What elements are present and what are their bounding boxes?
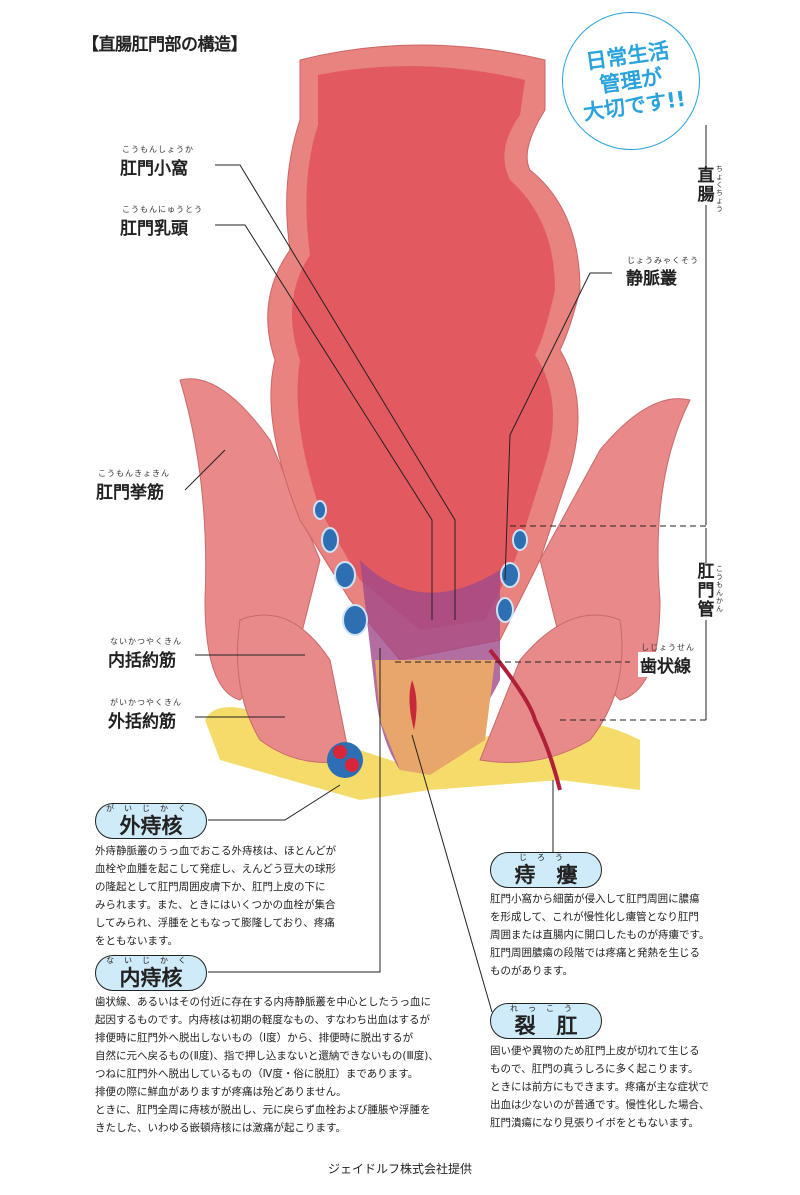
rectum-lumen [292, 66, 555, 631]
external-hemorrhoid-heading: がいじかく 外痔核 [95, 803, 207, 839]
text-line: みられます。また、ときにはいくつかの血栓が集合 [95, 899, 336, 911]
text-line: を形成して、これが慢性化し瘻管となり肛門 [490, 911, 699, 923]
internal-hemorrhoid-heading: ないじかく 内痔核 [95, 955, 207, 991]
internal-hemorrhoid-text: 歯状線、あるいはその付近に存在する内痔静脈叢を中心としたうっ血に 起因するもので… [95, 993, 439, 1137]
text-line: 周囲または直腸内に開口したものが痔瘻です。 [490, 929, 710, 941]
anal-fistula-ruby: じろう [519, 853, 573, 862]
text-line: 自然に元へ戻るもの(Ⅱ度)、指で押し込まないと還納できないもの(Ⅲ度)、 [95, 1050, 439, 1062]
anal-canal-label: 肛門管 [697, 562, 715, 620]
anal-fissure-ruby: れっこう [510, 1004, 582, 1013]
anal-fissure-heading: れっこう 裂 肛 [490, 1003, 602, 1039]
external-sphincter-ruby: がいかつやくきん [110, 698, 182, 707]
venous-plexus-ruby: じょうみゃくそう [627, 256, 699, 265]
internal-hemorrhoid-ruby: ないじかく [106, 956, 196, 965]
venous-plexus-label: 静脈叢 [626, 269, 677, 289]
anoderm [375, 660, 495, 775]
text-line: 肛門周囲膿瘍の段階では疼痛と発熱を生じる [490, 947, 700, 959]
text-line: 肛門小窩から細菌が侵入して肛門周囲に膿瘍 [490, 893, 700, 905]
levator-ani-ruby: こうもんきょきん [98, 469, 170, 478]
text-line: ときには前方にもできます。疼痛が主な症状で [490, 1081, 710, 1093]
anal-fistula-title: 痔 瘻 [514, 863, 578, 887]
rectum-ruby: ちょくちょう [716, 165, 723, 213]
levator-ani-label: 肛門挙筋 [96, 483, 164, 503]
leader-external-hemorrhoid [208, 784, 341, 821]
text-line: 血栓や血腫を起こして発症し、えんどう豆大の球形 [95, 863, 336, 875]
anal-fistula-text: 肛門小窩から細菌が侵入して肛門周囲に膿瘍 を形成して、これが慢性化し瘻管となり肛… [490, 890, 709, 980]
external-hemorrhoid-ruby: がいじかく [106, 804, 196, 813]
text-line: の隆起として肛門周囲皮膚下か、肛門上皮の下に [95, 881, 326, 893]
leader-venous-plexus [504, 272, 612, 581]
text-line: ときに、肛門全周に痔核が脱出し、元に戻らず血栓および腫脹や浮腫を [95, 1104, 431, 1116]
rectum-label: 直腸 [697, 166, 715, 205]
internal-hemorrhoid-title: 内痔核 [119, 966, 183, 990]
text-line: 歯状線、あるいはその付近に存在する内痔静脈叢を中心としたうっ血に [95, 996, 431, 1008]
leader-anal-fissure [411, 734, 493, 1013]
text-line: 起因するものです。内痔核は初期の軽度なもの、すなわち出血はするが [95, 1014, 430, 1026]
text-line: きたした、いわゆる嵌頓痔核には激痛が起こります。 [95, 1122, 346, 1134]
internal-sphincter-ruby: ないかつやくきん [110, 637, 182, 646]
text-line: 排便の際に鮮血がありますが疼痛は殆どありません。 [95, 1086, 347, 1098]
anal-fistula-heading: じろう 痔 瘻 [490, 852, 602, 888]
leader-anal-papilla [215, 224, 433, 620]
leader-internal-hemorrhoid [208, 648, 381, 973]
text-line: 外痔静脈叢のうっ血でおこる外痔核は、ほとんどが [95, 845, 337, 857]
anal-papilla-ruby: こうもんにゅうとう [122, 205, 203, 214]
text-line: してみられ、浮腫をともなって膨隆しており、疼痛 [95, 917, 335, 929]
text-line: をともないます。 [95, 935, 178, 947]
text-line: つねに肛門外へ脱出しているもの（Ⅳ度・俗に脱肛）まであります。 [95, 1068, 419, 1080]
text-line: 排便時に肛門外へ脱出しないもの（Ⅰ度）から、排便時に脱出するが [95, 1032, 414, 1044]
internal-sphincter-label: 内括約筋 [108, 651, 176, 671]
external-sphincter-right [479, 614, 623, 763]
page-title: 【直腸肛門部の構造】 [82, 35, 248, 55]
dentate-line-ruby: しじょうせん [641, 643, 695, 652]
fistula-tract [488, 648, 562, 791]
external-hemorrhoid-illustration [327, 742, 363, 778]
external-sphincter-label: 外括約筋 [108, 712, 176, 732]
leader-levator-ani [184, 449, 226, 491]
anal-crypt-label: 肛門小窩 [120, 159, 188, 179]
anal-canal-ruby: こうもんかん [716, 565, 723, 613]
external-sphincter-left [237, 614, 351, 763]
text-line: 肛門潰瘍になり見張りイボをともないます。 [490, 1117, 699, 1129]
internal-venous-plexus-right [496, 529, 528, 623]
internal-venous-plexus-left [313, 500, 368, 636]
external-hemorrhoid-text: 外痔静脈叢のうっ血でおこる外痔核は、ほとんどが 血栓や血腫を起こして発症し、えん… [95, 842, 336, 950]
footer-credit: ジェイドルフ株式会社提供 [327, 1162, 472, 1176]
leader-anal-crypt [215, 164, 456, 620]
text-line: 出血は少ないのが普通です。慢性化した場合、 [490, 1099, 710, 1111]
external-hemorrhoid-title: 外痔核 [119, 814, 183, 838]
anal-crypt-ruby: こうもんしょうか [122, 145, 194, 154]
dentate-line-label: 歯状線 [638, 652, 693, 677]
anal-papilla-label: 肛門乳頭 [120, 219, 188, 239]
anal-fissure-text: 固い便や異物のため肛門上皮が切れて生じる もので、肛門の真うしろに多く起こります… [490, 1042, 709, 1132]
fissure-mark [409, 680, 417, 730]
text-line: もので、肛門の真うしろに多く起こります。 [490, 1063, 699, 1075]
text-line: 固い便や異物のため肛門上皮が切れて生じる [490, 1045, 700, 1057]
text-line: ものがあります。 [490, 965, 573, 977]
anal-fissure-title: 裂 肛 [514, 1014, 578, 1038]
